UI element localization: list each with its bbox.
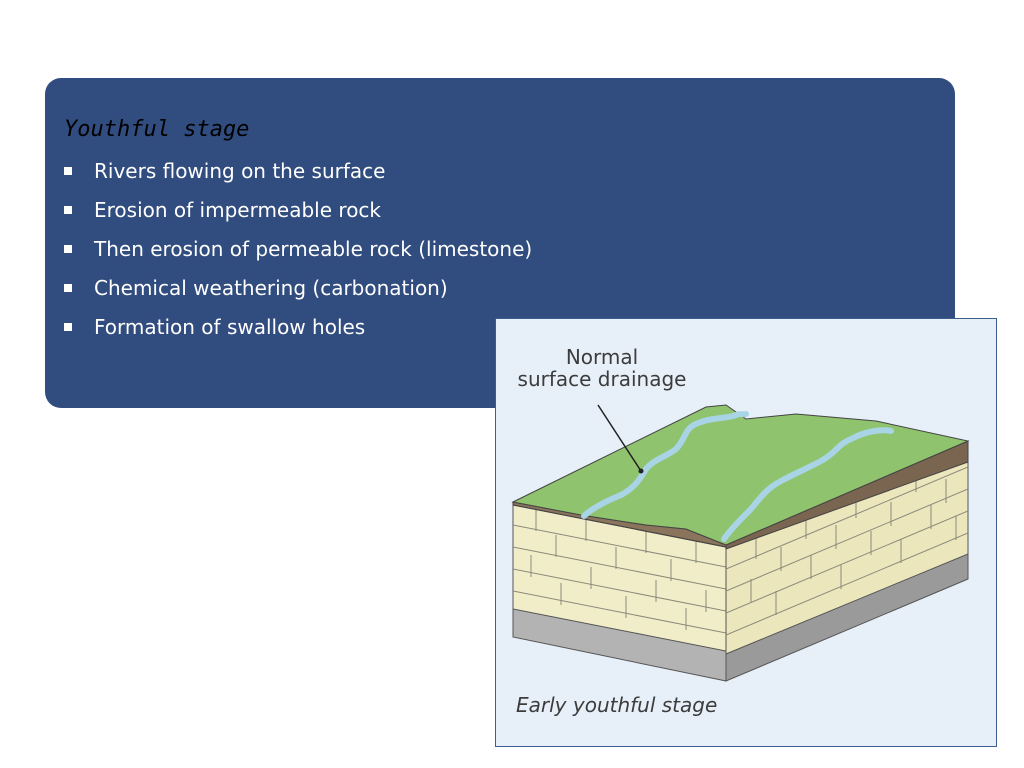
square-bullet-icon xyxy=(64,323,72,331)
square-bullet-icon xyxy=(64,284,72,292)
leader-dot xyxy=(639,469,644,474)
diagram-caption: Early youthful stage xyxy=(516,693,717,717)
karst-diagram: Normal surface drainage Early youthful s… xyxy=(495,318,997,747)
bullet-item: Formation of swallow holes xyxy=(62,312,532,351)
square-bullet-icon xyxy=(64,167,72,175)
square-bullet-icon xyxy=(64,206,72,214)
bullet-text: Chemical weathering (carbonation) xyxy=(94,276,448,300)
diagram-label-line2: surface drainage xyxy=(512,368,692,390)
bullet-text: Erosion of impermeable rock xyxy=(94,198,381,222)
bullet-text: Rivers flowing on the surface xyxy=(94,159,385,183)
bullet-list: Rivers flowing on the surface Erosion of… xyxy=(62,156,532,351)
bullet-item: Then erosion of permeable rock (limeston… xyxy=(62,234,532,273)
diagram-label-line1: Normal xyxy=(512,346,692,368)
bullet-text: Formation of swallow holes xyxy=(94,315,365,339)
square-bullet-icon xyxy=(64,245,72,253)
bullet-text: Then erosion of permeable rock (limeston… xyxy=(94,237,532,261)
slide-heading: Youthful stage xyxy=(64,117,249,142)
diagram-label: Normal surface drainage xyxy=(512,346,692,390)
bullet-item: Chemical weathering (carbonation) xyxy=(62,273,532,312)
bullet-item: Rivers flowing on the surface xyxy=(62,156,532,195)
bullet-item: Erosion of impermeable rock xyxy=(62,195,532,234)
